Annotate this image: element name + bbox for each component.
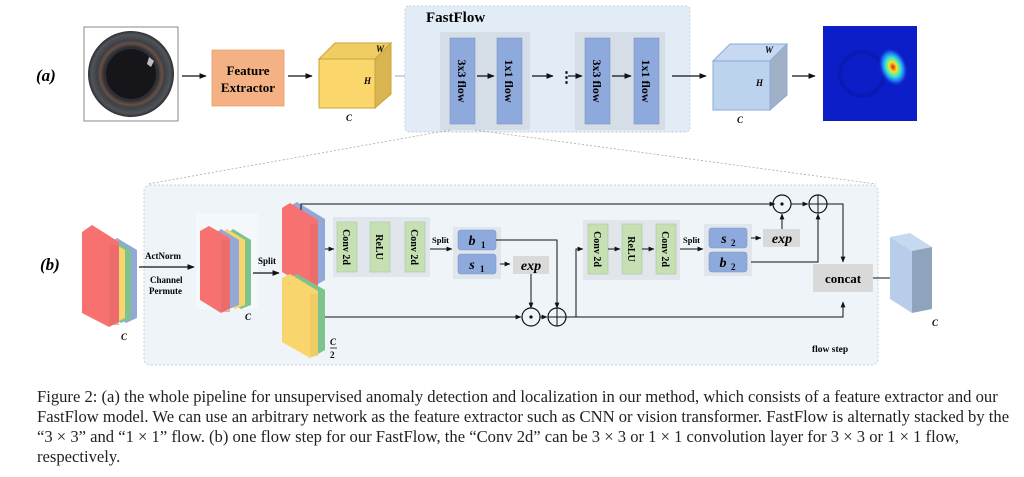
subnet2-conv2d-b: Conv 2d	[659, 231, 670, 267]
fastflow-figure: (a) Feature Extractor W H C FastFlow 3x3…	[36, 5, 939, 366]
panel-a-label: (a)	[36, 66, 56, 85]
actnorm-label: ActNorm	[145, 251, 181, 261]
svg-text:2: 2	[330, 350, 335, 360]
permuted-tensor-stack: C	[196, 213, 258, 322]
output-feature-cube: W H C	[711, 42, 789, 125]
exp-block-1: exp	[513, 256, 549, 274]
svg-text:concat: concat	[825, 271, 862, 286]
svg-text:H: H	[755, 78, 764, 88]
zoom-connector-left	[147, 129, 451, 185]
split-label-2: Split	[683, 235, 700, 245]
subnet-1: Conv 2d ReLU Conv 2d	[333, 217, 430, 277]
svg-text:2: 2	[731, 238, 736, 248]
svg-text:W: W	[376, 44, 385, 54]
flow-block-3x3-1: 3x3 flow	[449, 37, 476, 125]
figure-caption: Figure 2: (a) the whole pipeline for uns…	[37, 387, 1010, 466]
flow-block-3x3-2: 3x3 flow	[584, 37, 611, 125]
svg-text:exp: exp	[772, 232, 792, 247]
zoom-connector-right	[474, 129, 877, 185]
feature-map-cube: W H C	[317, 41, 393, 123]
flow-ellipsis: ⋮	[559, 70, 574, 86]
svg-text:s: s	[720, 232, 727, 247]
svg-text:b: b	[720, 256, 727, 271]
svg-text:s: s	[468, 258, 475, 273]
svg-text:b: b	[469, 234, 476, 249]
b2-block: b 2	[708, 251, 748, 273]
split-label-main: Split	[258, 256, 276, 266]
svg-text:C: C	[245, 312, 252, 322]
svg-text:exp: exp	[521, 259, 541, 274]
channel-permute-label-1: Channel	[150, 275, 183, 285]
subnet1-conv2d-b: Conv 2d	[408, 229, 419, 265]
add-op-1	[547, 307, 567, 327]
svg-text:1x1 flow: 1x1 flow	[502, 60, 516, 103]
svg-text:2: 2	[731, 262, 736, 272]
subnet-2: Conv 2d ReLU Conv 2d	[583, 220, 680, 280]
svg-text:C: C	[932, 318, 939, 328]
b1-block: b 1	[457, 229, 497, 251]
first-half-tensor	[282, 202, 325, 288]
subnet1-conv2d-a: Conv 2d	[340, 229, 351, 265]
subnet2-relu: ReLU	[625, 236, 636, 262]
feature-extractor-block: Feature Extractor	[211, 49, 285, 107]
concat-block: concat	[813, 264, 873, 292]
svg-text:H: H	[363, 76, 372, 86]
flow-block-1x1-2: 1x1 flow	[633, 37, 660, 125]
svg-text:3x3 flow: 3x3 flow	[455, 60, 469, 103]
svg-text:C: C	[737, 115, 744, 125]
s1-block: s 1	[457, 253, 497, 275]
bypass-line-top	[300, 203, 770, 210]
svg-text:1: 1	[480, 264, 485, 274]
svg-text:W: W	[765, 45, 774, 55]
output-tensor-cube: C	[890, 233, 939, 328]
fastflow-container: FastFlow 3x3 flow 1x1 flow ⋮ 3x3 flow 1x…	[404, 5, 691, 133]
input-image-bottle	[83, 26, 179, 122]
subnet1-relu: ReLU	[373, 234, 384, 260]
svg-text:1: 1	[481, 240, 486, 250]
svg-text:Extractor: Extractor	[221, 80, 275, 95]
flow-step-container	[143, 184, 879, 366]
svg-text:C: C	[121, 332, 128, 342]
split-label-1: Split	[432, 235, 449, 245]
svg-text:C: C	[330, 337, 337, 347]
svg-text:1x1 flow: 1x1 flow	[639, 60, 653, 103]
panel-b-label: (b)	[40, 255, 60, 274]
anomaly-heatmap-image	[823, 26, 917, 121]
s2-block: s 2	[708, 227, 748, 249]
subnet2-conv2d-a: Conv 2d	[591, 231, 602, 267]
channel-permute-label-2: Permute	[149, 286, 182, 296]
add-op-2	[808, 194, 828, 214]
input-tensor-stack: C	[82, 225, 137, 342]
second-half-tensor: C 2	[282, 274, 337, 360]
svg-text:Feature: Feature	[226, 63, 269, 78]
svg-text:3x3 flow: 3x3 flow	[590, 60, 604, 103]
svg-text:C: C	[346, 113, 353, 123]
flow-step-label: flow step	[812, 345, 848, 355]
fastflow-title: FastFlow	[426, 10, 485, 26]
flow-block-1x1-1: 1x1 flow	[496, 37, 523, 125]
exp-block-2: exp	[763, 229, 800, 247]
